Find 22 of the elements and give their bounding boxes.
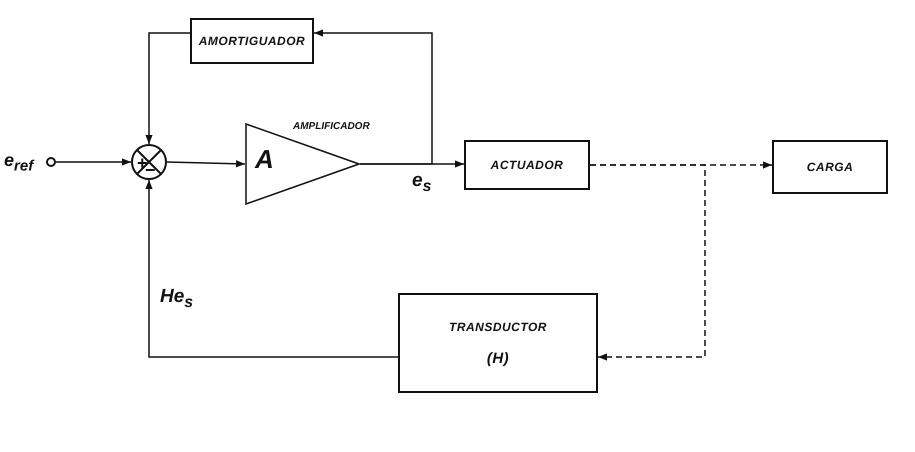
block-label: AMORTIGUADOR	[198, 34, 306, 48]
arrow	[56, 158, 131, 166]
gain-label: A	[255, 146, 274, 172]
terminal-circle	[46, 157, 56, 167]
block-label: CARGA	[806, 160, 854, 174]
block-caption: AMPLIFICADOR	[293, 121, 370, 132]
block-box	[464, 140, 590, 190]
block-box	[772, 140, 888, 194]
block-box	[190, 18, 314, 64]
signal-label: e$_{s}$	[412, 170, 432, 196]
block-label: TRANSDUCTOR	[449, 320, 547, 334]
arrow	[590, 164, 706, 361]
summing-junction	[131, 144, 167, 180]
signal-label: He$_{s}$	[160, 286, 194, 312]
arrow	[145, 32, 190, 144]
signal-label: e$_{ref}$	[4, 150, 34, 175]
block-box	[398, 293, 598, 393]
arrow	[145, 180, 398, 358]
block-label: ACTUADOR	[490, 158, 564, 172]
block-label: (H)	[486, 350, 510, 366]
arrow	[166, 160, 246, 168]
arrow	[314, 29, 433, 165]
